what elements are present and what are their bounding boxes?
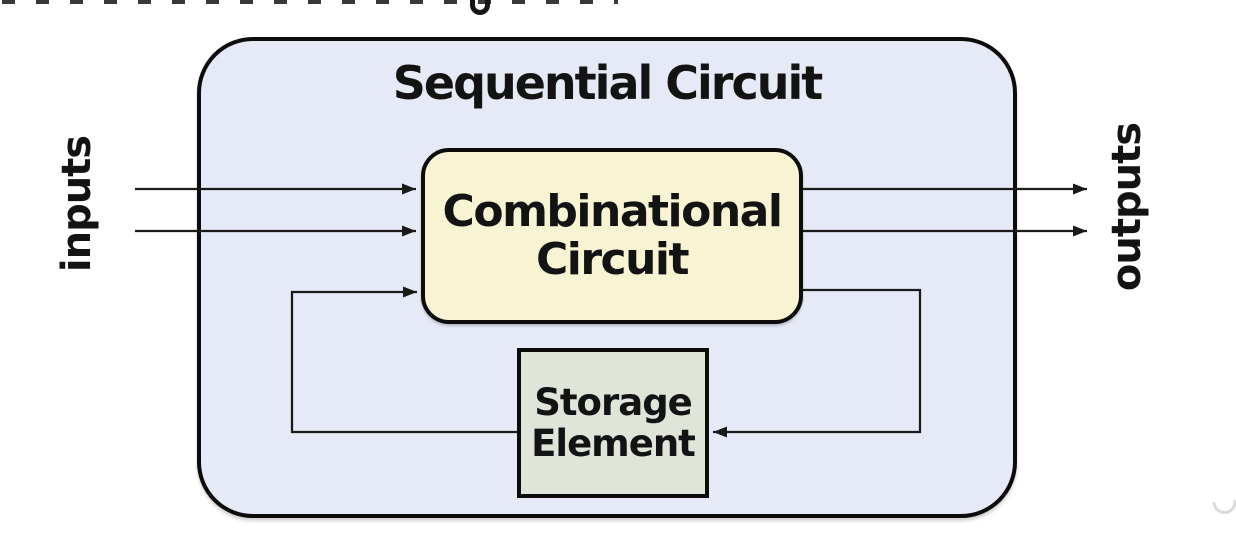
combinational-circuit-box: Combinational Circuit	[421, 148, 803, 324]
sequential-circuit-title: Sequential Circuit	[392, 56, 824, 110]
storage-element-label-line2: Element	[531, 422, 696, 465]
cropped-letter-descender	[470, 0, 490, 15]
cropped-text-remnant	[2, 0, 618, 4]
inputs-label: inputs	[54, 135, 100, 273]
combinational-circuit-label-line2: Circuit	[535, 234, 690, 285]
storage-element-box: Storage Element	[517, 348, 709, 498]
combinational-circuit-label-line1: Combinational	[442, 185, 783, 237]
faint-corner-mark	[1212, 499, 1236, 516]
storage-element-label-line1: Storage	[534, 380, 693, 424]
outputs-label: outputs	[1104, 122, 1150, 292]
